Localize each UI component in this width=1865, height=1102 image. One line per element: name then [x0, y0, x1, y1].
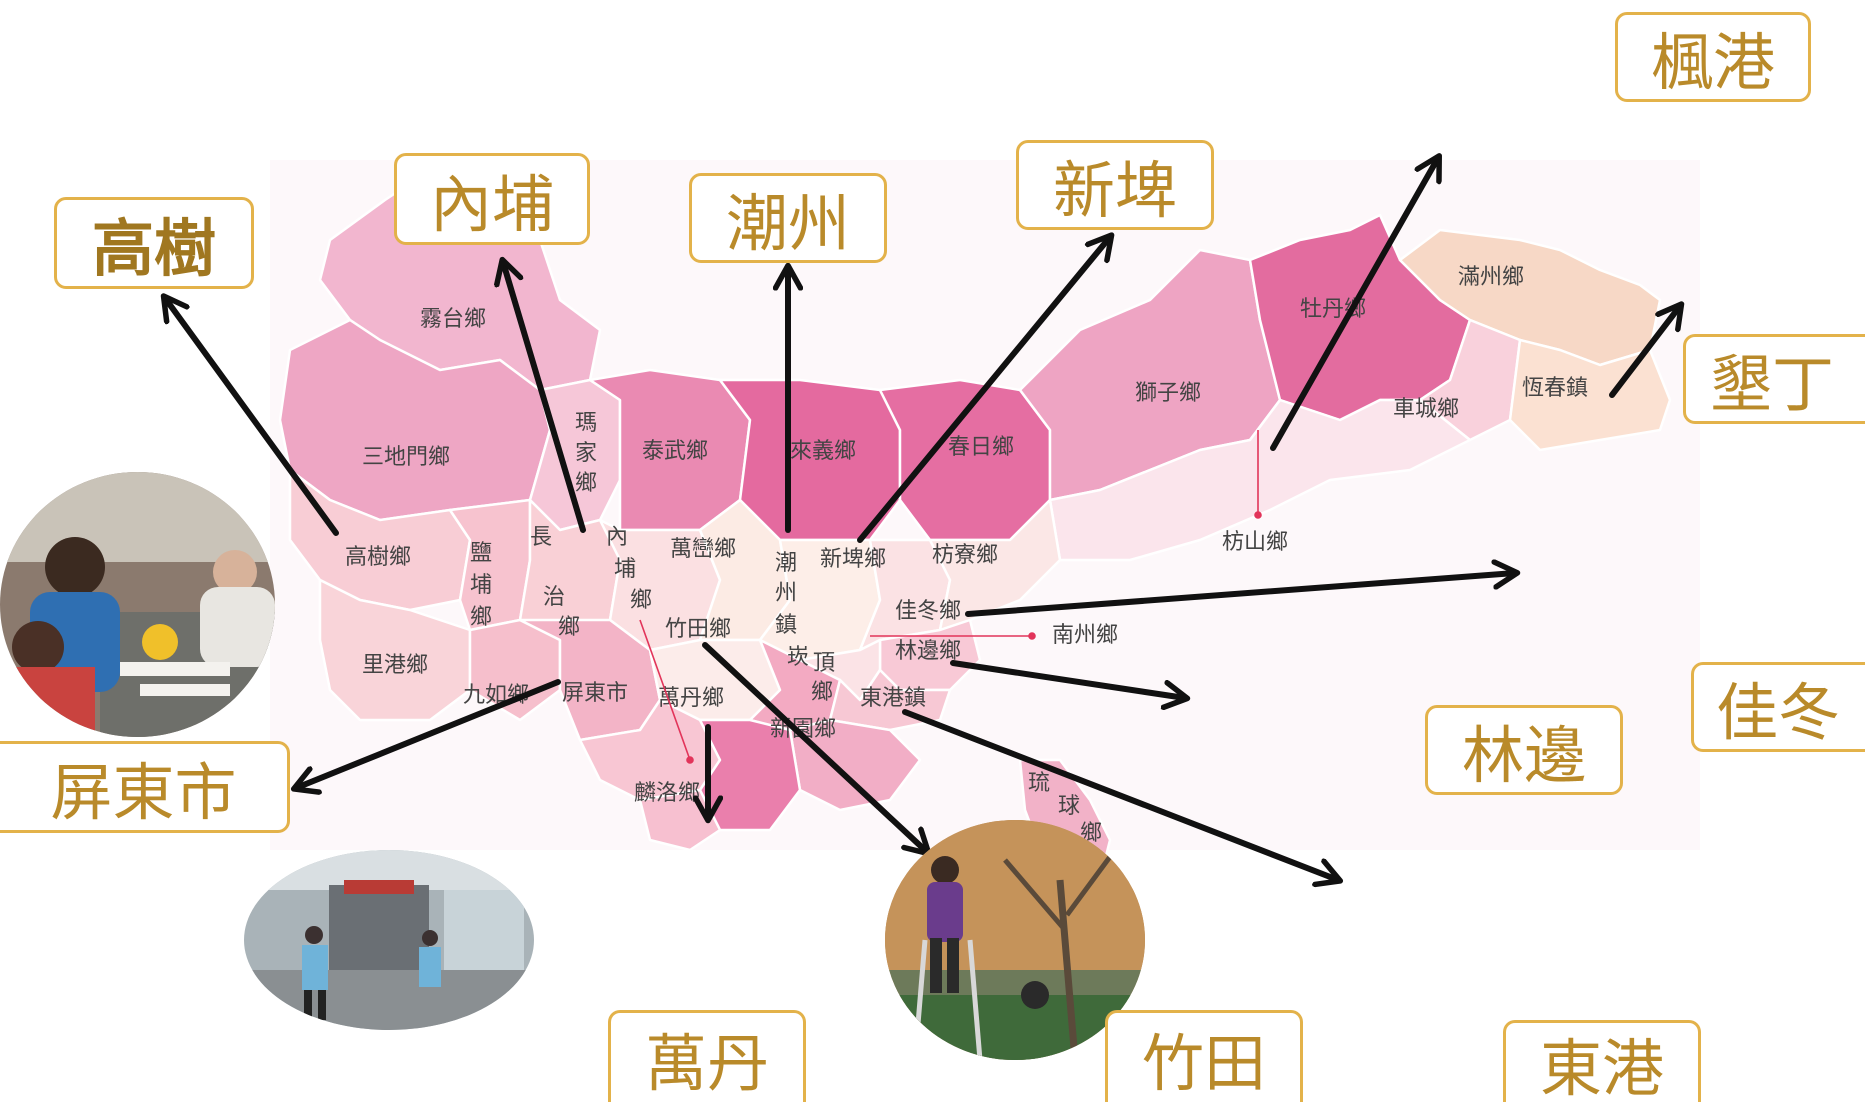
leader-linluo [639, 619, 691, 761]
label-majia-2: 家 [575, 441, 597, 466]
region-fangliao [928, 498, 1062, 632]
callout-neipu: 內埔 [394, 153, 590, 245]
callout-zhutian: 竹田 [1105, 1010, 1303, 1102]
callout-fenggang: 楓港 [1615, 12, 1811, 102]
label-wanluan: 萬巒鄉 [670, 537, 736, 562]
arrow-to-zhutian [702, 642, 927, 852]
label-yanpu-2: 埔 [470, 573, 492, 598]
pin-nanzhou [1028, 632, 1036, 640]
label-laiyi: 來義鄉 [790, 439, 856, 464]
label-chaozhou-3: 鎮 [775, 613, 797, 638]
label-majia-1: 瑪 [575, 411, 597, 436]
label-changzhi-2: 治 [543, 585, 565, 610]
label-majia-3: 鄉 [575, 471, 597, 496]
label-chaozhou-1: 潮 [775, 551, 797, 576]
label-chunri: 春日鄉 [948, 435, 1014, 460]
callout-donggang: 東港 [1503, 1020, 1701, 1102]
region-donggang [788, 718, 922, 812]
arrow-to-xinpi [857, 237, 1110, 543]
callout-chaozhou: 潮州 [689, 173, 887, 263]
label-changzhi-1: 長 [530, 525, 552, 550]
pin-fangshan [1254, 511, 1262, 519]
callout-jiadong: 佳冬 [1691, 662, 1865, 752]
label-donggang: 東港鎮 [860, 686, 926, 711]
label-kanding-2: 頂 [813, 651, 835, 676]
hospital-entrance-photo-icon [244, 850, 534, 1030]
label-taiwu: 泰武鄉 [642, 439, 708, 464]
label-checheng: 車城鄉 [1393, 397, 1459, 422]
label-ligang: 里港鄉 [362, 653, 428, 678]
label-pingtung: 屏東市 [562, 681, 628, 706]
label-neipu-3: 鄉 [630, 588, 652, 613]
label-gaoshu: 高樹鄉 [345, 545, 411, 570]
people-crafting-photo-icon [0, 472, 275, 737]
hospital-photo [244, 850, 534, 1030]
label-sandimen: 三地門鄉 [362, 445, 450, 470]
region-fangshan [1048, 398, 1472, 562]
arrow-to-kending [1609, 306, 1680, 398]
label-zhutian: 竹田鄉 [665, 617, 731, 642]
label-liuqiu-2: 球 [1058, 794, 1080, 819]
label-changzhi-3: 鄉 [558, 615, 580, 640]
callout-kending: 墾丁 [1683, 334, 1865, 424]
arrow-to-donggang [902, 709, 1338, 880]
label-kanding-1: 崁 [787, 645, 809, 670]
label-jiadong: 佳冬鄉 [895, 599, 961, 624]
label-linluo: 麟洛鄉 [634, 781, 700, 806]
arrow-to-neipu [503, 262, 586, 533]
label-wandan: 萬丹鄉 [658, 686, 724, 711]
callout-wandan: 萬丹 [608, 1010, 806, 1102]
label-liuqiu-1: 琉 [1028, 771, 1050, 796]
callout-gaoshu: 高樹 [54, 197, 254, 289]
activity-photo [0, 472, 275, 737]
region-ligang [318, 578, 472, 722]
region-laiyi [718, 378, 902, 542]
label-nanzhou: 南州鄉 [1052, 623, 1118, 648]
arrow-to-pingtung [296, 679, 561, 788]
callout-xinpi: 新埤 [1016, 140, 1214, 230]
callout-pingtung: 屏東市 [0, 741, 290, 833]
label-wutai: 霧台鄉 [420, 307, 486, 332]
arrow-to-linbian [950, 660, 1185, 698]
arrow-to-jiadong [965, 573, 1515, 617]
label-neipu-1: 內 [606, 525, 628, 550]
label-manzhou: 滿州鄉 [1458, 265, 1524, 290]
label-fangshan: 枋山鄉 [1222, 530, 1288, 555]
label-shizi: 獅子鄉 [1135, 381, 1201, 406]
label-fangliao: 枋寮鄉 [932, 543, 998, 568]
arrow-to-gaoshu [165, 298, 339, 536]
arrow-to-fenggang [1270, 158, 1438, 451]
label-xinpi: 新埤鄉 [820, 547, 886, 572]
pin-linluo [686, 756, 694, 764]
label-linbian: 林邊鄉 [895, 639, 961, 664]
region-xinyuan [698, 718, 802, 832]
label-yanpu-1: 鹽 [470, 541, 492, 566]
callout-linbian: 林邊 [1425, 705, 1623, 795]
label-yanpu-3: 鄉 [470, 605, 492, 630]
label-kanding-3: 鄉 [811, 680, 833, 705]
label-neipu-2: 埔 [614, 557, 636, 582]
label-chaozhou-2: 州 [775, 581, 797, 606]
label-hengchun: 恆春鎮 [1522, 376, 1588, 401]
